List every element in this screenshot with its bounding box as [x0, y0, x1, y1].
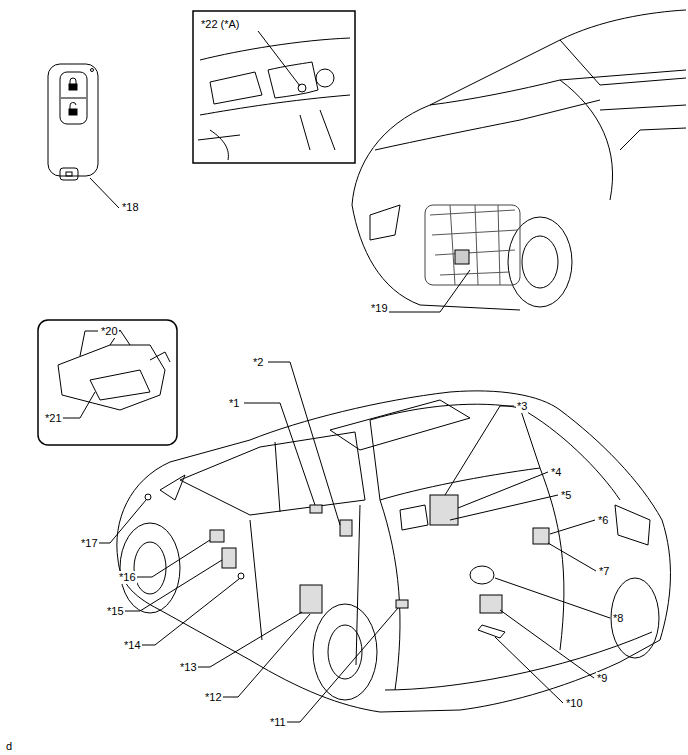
callout-number: *11	[269, 716, 287, 729]
door-handle-inset	[38, 320, 177, 445]
callout-number: *5	[560, 489, 572, 502]
front-car	[352, 10, 686, 310]
callout-number: *10	[565, 697, 584, 710]
callout-number: *1	[228, 397, 240, 410]
callout-number: *20	[100, 325, 119, 338]
callout-number: *14	[123, 639, 142, 652]
figure-code: d	[5, 740, 13, 753]
callout-number: *4	[550, 466, 562, 479]
callout-number: *8	[612, 612, 624, 625]
callout-number: *6	[597, 514, 609, 527]
rear-car	[117, 391, 671, 712]
callout-number: *7	[598, 565, 610, 578]
key-fob	[48, 64, 98, 180]
callout-number: *15	[106, 605, 125, 618]
callout-number: *9	[596, 672, 608, 685]
callout-number: *18	[121, 201, 140, 214]
leader-lines	[60, 31, 610, 722]
dashboard-inset	[193, 11, 355, 163]
callout-number: *21	[44, 412, 63, 425]
callout-number: *19	[370, 302, 389, 315]
callout-number: *12	[204, 691, 223, 704]
callout-number: *16	[118, 571, 137, 584]
callout-number: *17	[80, 537, 99, 550]
callout-number: *3	[516, 400, 528, 413]
callout-number: *22 (*A)	[200, 18, 241, 31]
callout-number: *2	[252, 356, 264, 369]
callout-number: *13	[179, 661, 198, 674]
